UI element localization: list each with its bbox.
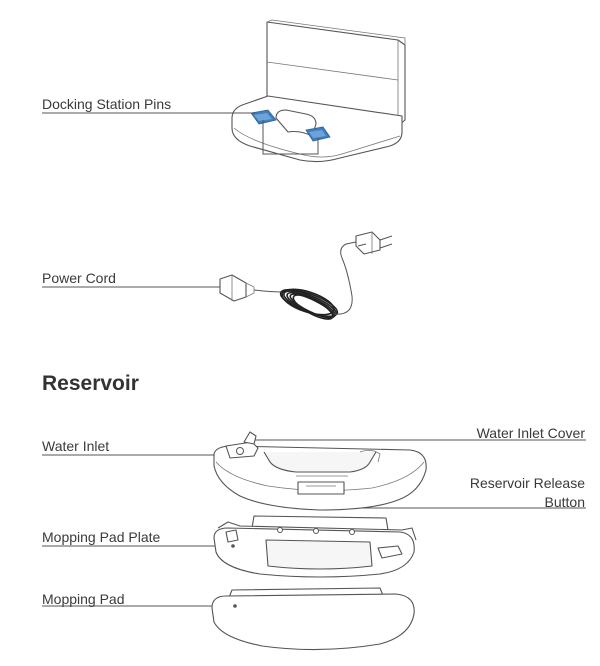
- docking-station-illustration: [42, 19, 406, 163]
- section-heading-reservoir: Reservoir: [42, 372, 139, 395]
- docking-pin-right: [305, 126, 331, 142]
- label-power-cord: Power Cord: [42, 270, 116, 286]
- label-reservoir-release-line1: Reservoir Release: [469, 475, 585, 491]
- power-cord-illustration: [42, 231, 393, 320]
- label-water-inlet: Water Inlet: [42, 438, 110, 454]
- mopping-pad-illustration: [42, 587, 415, 651]
- label-mopping-pad: Mopping Pad: [42, 591, 125, 607]
- label-reservoir-release-line2: Button: [544, 494, 585, 510]
- label-docking-station-pins: Docking Station Pins: [42, 96, 172, 112]
- label-mopping-pad-plate: Mopping Pad Plate: [42, 529, 161, 545]
- label-water-inlet-cover: Water Inlet Cover: [476, 425, 585, 441]
- reservoir-illustration: [42, 431, 586, 511]
- docking-pin-left: [250, 109, 277, 125]
- mopping-pad-plate-illustration: [42, 515, 417, 578]
